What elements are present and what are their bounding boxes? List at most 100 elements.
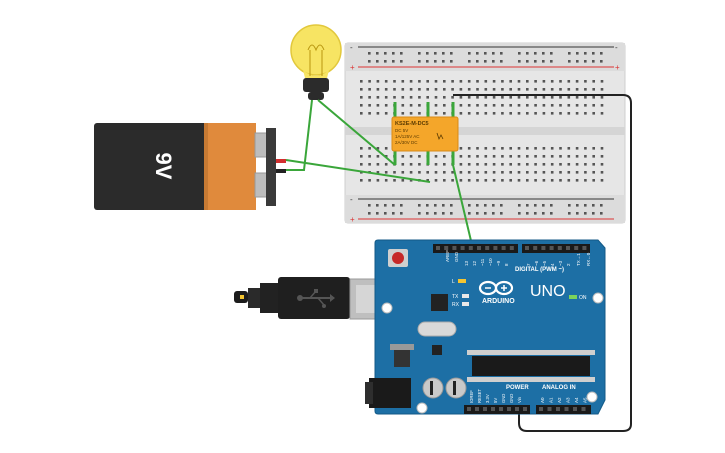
breadboard-hole — [517, 171, 521, 174]
breadboard-hole — [600, 112, 604, 115]
relay-module[interactable]: KS2E-M-DC5 DC 5V 1A/125V AC 2A/30V DC — [391, 102, 459, 165]
breadboard-hole — [409, 155, 413, 158]
breadboard-hole — [526, 112, 529, 115]
mount-hole — [586, 391, 598, 403]
breadboard-hole — [384, 147, 388, 150]
led-on — [569, 295, 577, 299]
rail-hole — [534, 60, 537, 63]
rail-hole — [542, 60, 545, 63]
rail-hole — [434, 204, 437, 207]
rail-hole — [600, 204, 603, 207]
breadboard-hole — [550, 171, 554, 174]
header-pin — [523, 407, 527, 411]
rail-hole — [384, 52, 387, 55]
digital-pin-label: ~5 — [542, 260, 547, 266]
breadboard-hole — [393, 179, 396, 182]
breadboard-hole — [501, 104, 504, 107]
header-pin — [581, 407, 586, 411]
breadboard-hole — [443, 88, 446, 91]
breadboard-hole — [526, 96, 529, 99]
header-pin — [549, 246, 554, 250]
breadboard-hole — [484, 80, 488, 83]
breadboard-hole — [567, 147, 571, 150]
breadboard-hole — [476, 104, 479, 107]
rail-hole — [392, 52, 395, 55]
digital-pin-label: 7 — [526, 263, 531, 266]
breadboard-hole — [484, 147, 488, 150]
rail-hole — [400, 52, 403, 55]
breadboard-hole — [476, 96, 479, 99]
breadboard-hole — [492, 155, 496, 158]
breadboard-hole — [592, 171, 595, 174]
digital-pin-label: 4 — [550, 263, 555, 266]
breadboard-hole — [550, 112, 554, 115]
breadboard-hole — [443, 104, 446, 107]
breadboard-hole — [526, 147, 529, 150]
breadboard[interactable]: - + - + - + — [344, 42, 626, 224]
wire-ground[interactable] — [453, 94, 632, 432]
breadboard-hole — [360, 163, 363, 166]
digital-pin-label: RX←0 — [586, 252, 591, 266]
breadboard-hole — [434, 80, 438, 83]
breadboard-hole — [409, 179, 413, 182]
digital-header-right[interactable] — [522, 244, 590, 253]
rail-hole — [368, 52, 371, 55]
wire-battery-to-breadboard[interactable] — [285, 159, 431, 183]
breadboard-hole — [368, 80, 371, 83]
breadboard-hole — [484, 155, 488, 158]
breadboard-hole — [584, 155, 587, 158]
breadboard-hole — [567, 155, 571, 158]
rail-hole — [476, 212, 479, 215]
breadboard-hole — [509, 147, 512, 150]
header-pin — [566, 246, 570, 250]
battery-9v[interactable]: 9V — [94, 123, 286, 210]
reset-button-cap[interactable] — [392, 252, 404, 264]
header-pin — [483, 407, 487, 411]
breadboard-hole — [426, 96, 429, 99]
breadboard-hole — [542, 104, 546, 107]
breadboard-hole — [434, 179, 438, 182]
light-bulb[interactable] — [290, 24, 342, 100]
wire-relay-to-pin[interactable] — [452, 164, 473, 246]
header-pin — [556, 407, 560, 411]
header-pin — [444, 246, 449, 250]
aref-label: AREF — [445, 250, 450, 262]
rail-hole — [418, 212, 421, 215]
rail-hole — [600, 212, 603, 215]
digital-header-left[interactable] — [433, 244, 518, 253]
header-pin — [539, 407, 543, 411]
wire-bulb-to-relay[interactable] — [317, 99, 396, 166]
usb-chip — [431, 294, 448, 311]
led-l-label: L — [452, 279, 455, 285]
breadboard-hole — [401, 179, 405, 182]
breadboard-hole — [484, 112, 488, 115]
breadboard-hole — [401, 80, 405, 83]
breadboard-hole — [376, 112, 380, 115]
breadboard-hole — [542, 163, 546, 166]
wire-bulb-to-battery[interactable] — [286, 99, 313, 171]
dc-power-jack[interactable] — [369, 378, 411, 408]
digital-pin-label: 8 — [504, 263, 509, 266]
breadboard-hole — [559, 155, 562, 158]
top-power-rail — [345, 43, 625, 71]
breadboard-hole — [467, 155, 471, 158]
breadboard-hole — [559, 96, 562, 99]
rail-hole — [418, 60, 421, 63]
breadboard-hole — [575, 104, 579, 107]
breadboard-hole — [501, 179, 504, 182]
rail-hole — [518, 204, 521, 207]
breadboard-hole — [600, 163, 604, 166]
breadboard-hole — [492, 96, 496, 99]
analog-header[interactable] — [536, 405, 591, 414]
mount-hole — [381, 302, 393, 314]
breadboard-hole — [484, 96, 488, 99]
rail-hole — [526, 60, 529, 63]
analog-pin-label: A2 — [557, 397, 562, 403]
breadboard-hole — [559, 112, 562, 115]
power-header[interactable] — [464, 405, 530, 414]
breadboard-hole — [459, 163, 463, 166]
relay-symbol-icon — [436, 132, 444, 141]
breadboard-hole — [567, 96, 571, 99]
rail-hole — [418, 52, 421, 55]
